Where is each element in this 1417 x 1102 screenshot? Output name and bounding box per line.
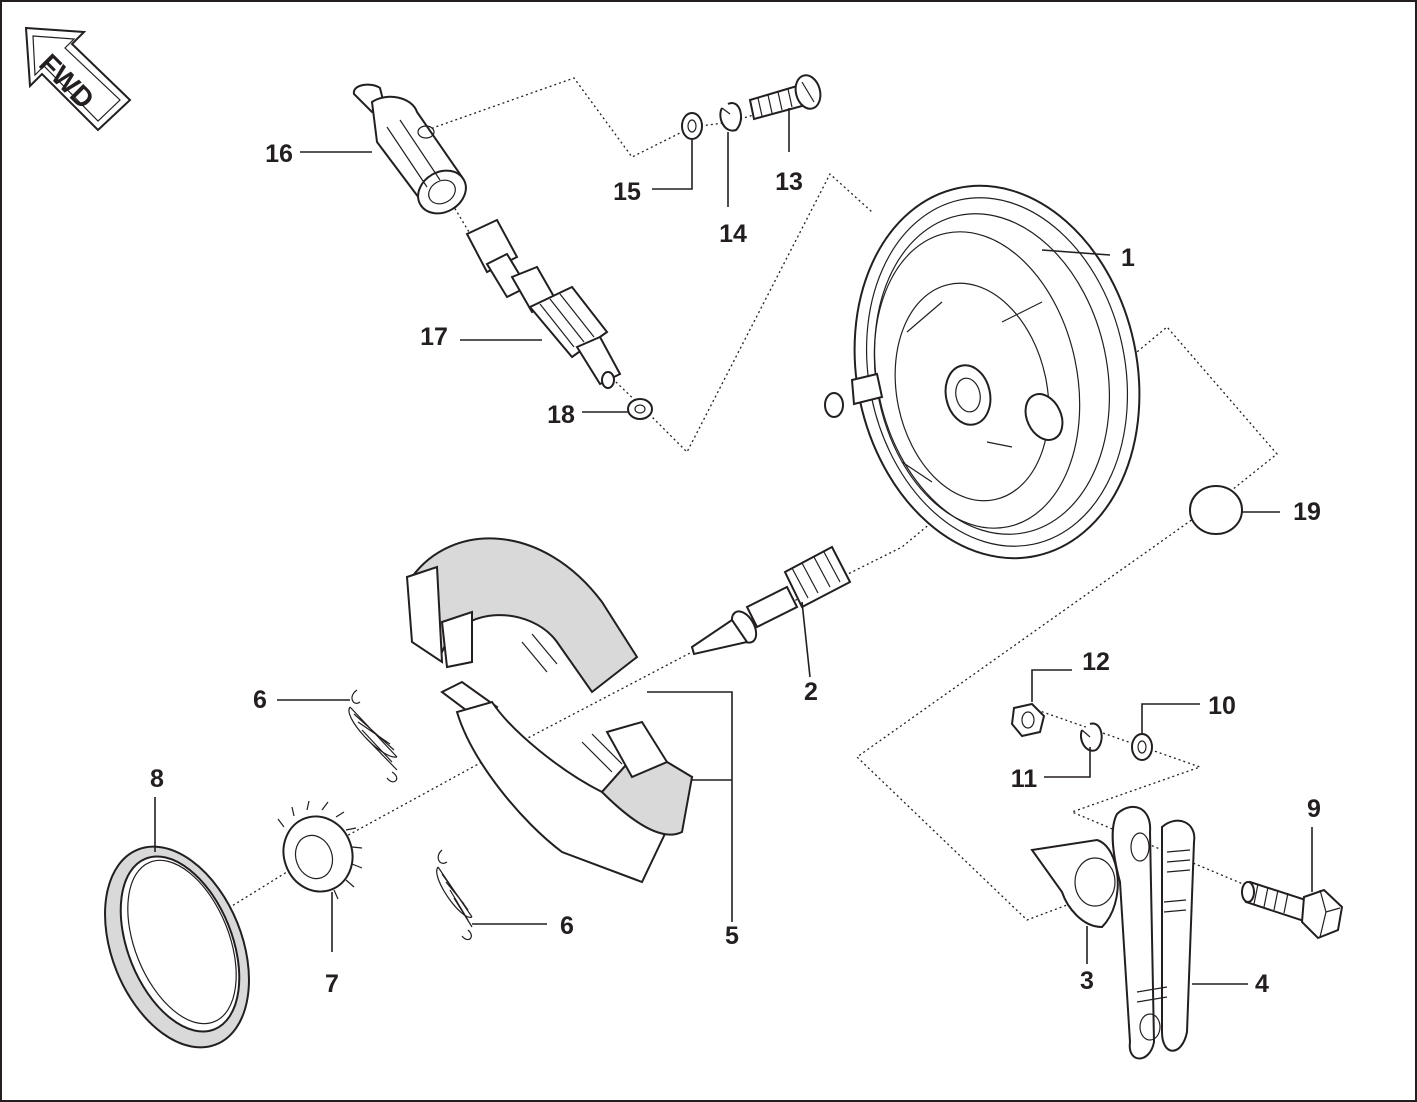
callout-numbers: 1 2 3 4 5 6 6 7 8 9 10 11 12 13 14 15 16… [150,140,1321,998]
leader-lines [154,108,1313,985]
washer-18 [627,398,653,420]
spring-lower [436,849,473,941]
speedometer-gear-housing [352,83,467,215]
bolt [1241,880,1344,940]
assembly-lines [181,77,1278,938]
callout-15: 15 [613,178,641,206]
callout-11: 11 [1011,765,1038,793]
drive-gear [277,800,363,900]
callout-16: 16 [265,140,293,168]
washer-15 [681,112,703,140]
callout-14: 14 [719,220,747,248]
nut-12 [1010,702,1046,738]
wear-indicator-plate [1030,838,1119,929]
callout-2: 2 [804,678,818,706]
callout-5: 5 [725,922,739,950]
washer-10 [1131,733,1153,761]
fwd-arrow-icon: FWD [24,26,132,132]
brake-arm [1111,805,1196,1060]
callout-19: 19 [1293,498,1321,526]
callout-12: 12 [1082,648,1110,676]
callout-4: 4 [1255,970,1269,998]
seal-ring [104,845,250,1049]
callout-17: 17 [420,323,448,351]
lock-washer-11 [1080,722,1103,752]
brake-panel [824,184,1141,560]
callout-6a: 6 [253,686,267,714]
lock-ring-14 [719,102,743,132]
spring-upper [348,689,398,783]
callout-7: 7 [325,970,339,998]
callout-1: 1 [1121,244,1135,272]
callout-9: 9 [1307,795,1321,823]
brake-cam [690,545,852,656]
driven-gear-shaft [465,218,622,389]
callout-18: 18 [547,401,575,429]
callout-10: 10 [1208,692,1236,720]
callout-3: 3 [1080,967,1094,995]
screw-13 [748,74,822,121]
callout-8: 8 [150,765,164,793]
callout-13: 13 [775,168,803,196]
o-ring [1189,485,1243,535]
brake-shoes [405,537,694,884]
callout-6b: 6 [560,912,574,940]
